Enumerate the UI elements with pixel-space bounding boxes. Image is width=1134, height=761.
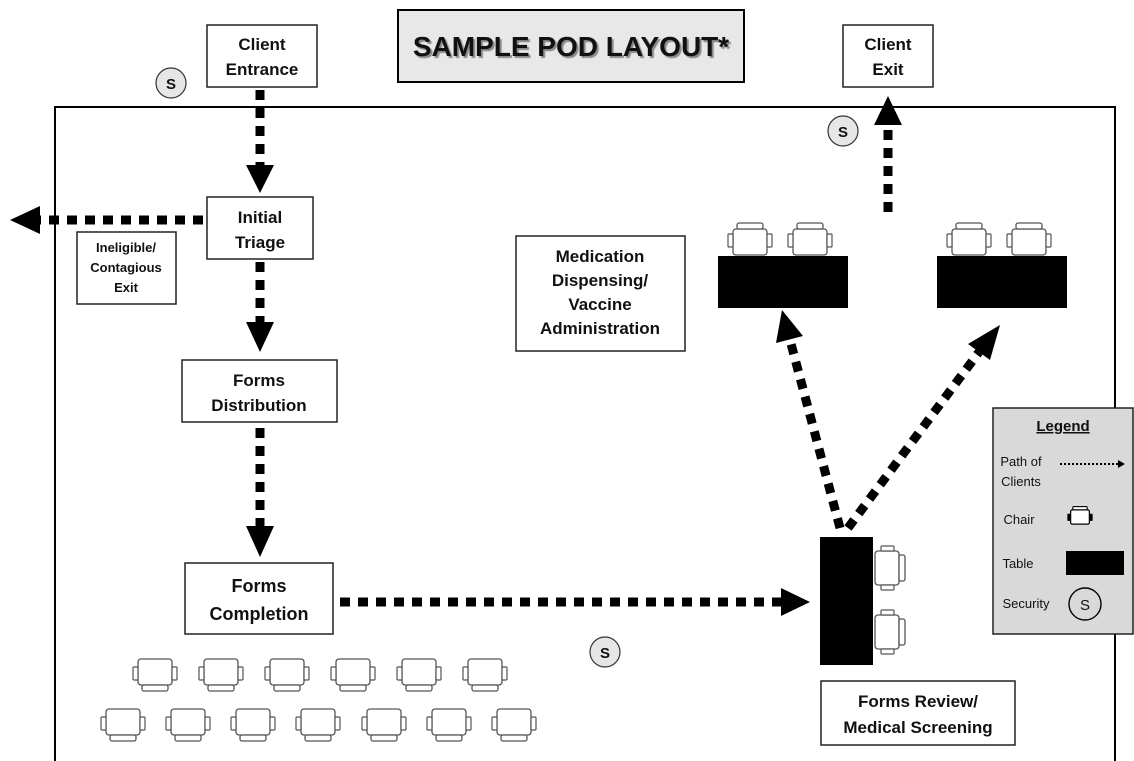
path-triage-to-ineligible-exit xyxy=(10,206,203,234)
waiting-chair xyxy=(361,708,407,742)
forms-distribution-line-1: Forms xyxy=(233,371,285,390)
forms-completion-line-1: Forms xyxy=(231,576,286,596)
legend-path-label-1: Path of xyxy=(1000,454,1042,469)
waiting-chair xyxy=(491,708,537,742)
dispensing-chair xyxy=(1006,222,1052,256)
initial-triage-line-2: Triage xyxy=(235,233,285,252)
dispensing-chair xyxy=(727,222,773,256)
security-marker: S xyxy=(155,67,187,99)
medication-line-3: Vaccine xyxy=(568,295,631,314)
client-entrance-line-2: Entrance xyxy=(226,60,299,79)
waiting-chair xyxy=(165,708,211,742)
path-triage-to-distribution xyxy=(246,262,274,352)
waiting-chair xyxy=(396,658,442,692)
path-to-client-exit xyxy=(874,96,902,212)
screening-chair xyxy=(874,545,906,591)
screening-table xyxy=(820,537,873,665)
path-entrance-to-triage xyxy=(246,90,274,193)
page-title-text: SAMPLE POD LAYOUT* xyxy=(413,31,729,62)
waiting-chair xyxy=(330,658,376,692)
dispensing-table-left xyxy=(718,256,848,308)
legend-title: Legend xyxy=(1036,418,1089,435)
page-title: SAMPLE POD LAYOUT* xyxy=(397,9,745,83)
legend-security-symbol: S xyxy=(1080,597,1090,614)
medication-dispensing-box: Medication Dispensing/ Vaccine Administr… xyxy=(515,235,686,352)
client-entrance-box: Client Entrance xyxy=(206,24,318,88)
legend-security-icon xyxy=(1068,587,1102,621)
legend-chair-icon xyxy=(1067,505,1093,525)
legend-chair-label: Chair xyxy=(1003,512,1035,527)
waiting-chair xyxy=(426,708,472,742)
forms-distribution-line-2: Distribution xyxy=(211,396,306,415)
security-marker-text: S xyxy=(838,124,848,141)
waiting-chair xyxy=(100,708,146,742)
forms-review-line-1: Forms Review/ xyxy=(858,692,978,711)
forms-completion-line-2: Completion xyxy=(210,604,309,624)
path-completion-to-screening xyxy=(340,588,810,616)
initial-triage-box: Initial Triage xyxy=(206,196,314,260)
client-exit-box: Client Exit xyxy=(842,24,934,88)
ineligible-exit-line-1: Ineligible/ xyxy=(96,240,156,255)
medication-line-4: Administration xyxy=(540,319,660,338)
legend-path-arrow xyxy=(1060,460,1125,468)
medication-line-1: Medication xyxy=(556,247,645,266)
client-exit-line-1: Client xyxy=(864,35,912,54)
ineligible-exit-line-2: Contagious xyxy=(90,260,162,275)
waiting-chair xyxy=(198,658,244,692)
path-screening-to-right-table xyxy=(844,325,1000,531)
forms-review-line-2: Medical Screening xyxy=(843,718,992,737)
legend-path-label-2: Clients xyxy=(1001,474,1041,489)
initial-triage-line-1: Initial xyxy=(238,208,282,227)
waiting-chair xyxy=(264,658,310,692)
client-entrance-line-1: Client xyxy=(238,35,286,54)
dispensing-table-right xyxy=(937,256,1067,308)
ineligible-exit-box: Ineligible/ Contagious Exit xyxy=(76,231,177,305)
forms-distribution-box: Forms Distribution xyxy=(181,359,338,423)
medication-line-2: Dispensing/ xyxy=(552,271,649,290)
forms-review-box: Forms Review/ Medical Screening xyxy=(820,680,1016,746)
legend-table-swatch xyxy=(1066,551,1124,575)
path-distribution-to-completion xyxy=(246,428,274,557)
legend: Legend Path of Clients Chair Table Secur… xyxy=(992,407,1134,635)
waiting-chair xyxy=(132,658,178,692)
ineligible-exit-line-3: Exit xyxy=(114,280,139,295)
security-marker-text: S xyxy=(166,76,176,93)
waiting-chair xyxy=(295,708,341,742)
screening-chair xyxy=(874,609,906,655)
dispensing-chair xyxy=(787,222,833,256)
path-screening-to-left-table xyxy=(776,310,845,530)
legend-table-label: Table xyxy=(1002,556,1033,571)
forms-completion-box: Forms Completion xyxy=(184,562,334,635)
waiting-chair xyxy=(230,708,276,742)
security-marker: S xyxy=(589,636,621,668)
dispensing-chair xyxy=(946,222,992,256)
waiting-chair xyxy=(462,658,508,692)
security-marker-text: S xyxy=(600,645,610,662)
client-exit-line-2: Exit xyxy=(872,60,904,79)
legend-security-label: Security xyxy=(1003,596,1050,611)
security-marker: S xyxy=(827,115,859,147)
